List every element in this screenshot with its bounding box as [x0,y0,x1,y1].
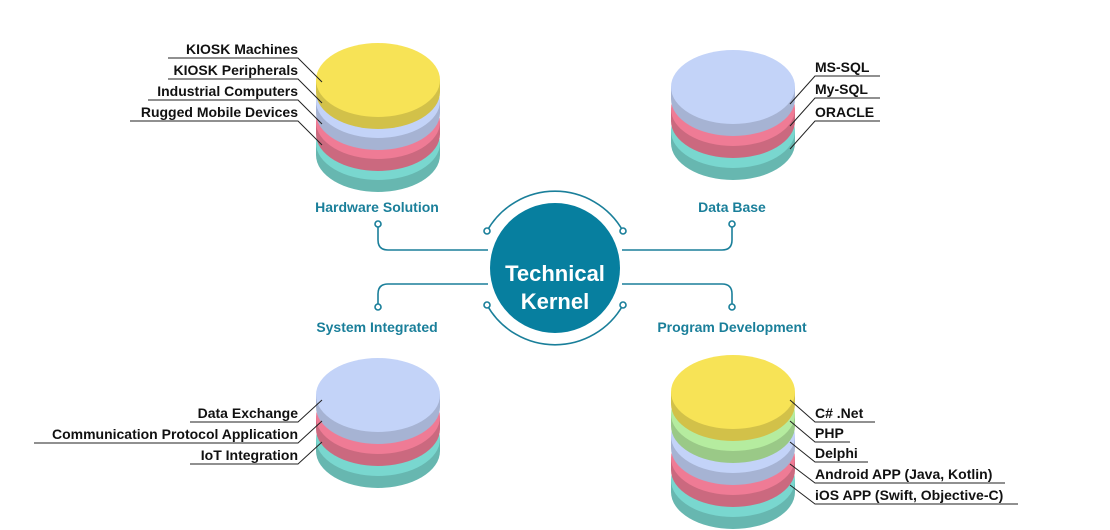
leader-ios [789,484,1018,505]
leader-my-sql [789,97,880,127]
connector-lines [377,226,733,305]
center-circle [490,203,620,333]
label-delphi: Delphi [815,445,858,461]
center-title: Technical Kernel [490,228,620,348]
leader-csharp [789,399,875,423]
leader-iot [190,441,323,465]
disk-top-program-0 [671,355,795,429]
hub-arc-bottom [486,304,624,346]
section-title-hardware: Hardware Solution [315,199,439,215]
label-kiosk-peripherals: KIOSK Peripherals [173,62,299,78]
stack-hardware [316,43,440,192]
leader-communication [34,420,323,444]
connector-endpoints [374,220,736,311]
hub-arc-top [486,190,624,232]
label-csharp-net: C# .Net [815,405,864,421]
connector-system [377,283,488,305]
stack-program [671,355,795,529]
section-title-database: Data Base [698,199,766,215]
center-title-line1: Technical [505,261,605,286]
section-title-program: Program Development [657,319,807,335]
connector-database [622,226,733,251]
leader-oracle [789,120,880,150]
leader-ms-sql [789,75,880,105]
leader-php [789,420,850,443]
label-rugged-mobile-devices: Rugged Mobile Devices [140,104,298,120]
stack-database [671,50,795,180]
label-iot-integration: IoT Integration [200,447,298,463]
leader-android [789,463,1005,484]
disk-top-database-0 [671,50,795,124]
disk-top-system-0 [316,358,440,432]
section-title-system: System Integrated [316,319,438,335]
center-hub [483,190,627,346]
label-android-app: Android APP (Java, Kotlin) [815,466,993,482]
stack-system [316,358,440,488]
leader-rugged-mobile [130,120,323,146]
label-leader-lines [34,57,1018,505]
leader-industrial-computers [148,99,323,125]
label-ios-app: iOS APP (Swift, Objective-C) [815,487,1004,503]
leader-data-exchange [190,399,323,423]
leader-delphi [789,441,868,463]
label-php: PHP [815,425,844,441]
disk-top-hardware-0 [316,43,440,117]
connector-program [622,283,733,305]
leader-kiosk-peripherals [168,78,323,104]
label-industrial-computers: Industrial Computers [157,83,298,99]
center-title-line2: Kernel [520,289,590,314]
disk-stacks [316,43,795,529]
label-kiosk-machines: KIOSK Machines [185,41,298,57]
label-ms-sql: MS-SQL [815,59,870,75]
label-communication-protocol: Communication Protocol Application [51,426,298,442]
leader-kiosk-machines [168,57,323,83]
label-my-sql: My-SQL [815,81,868,97]
label-oracle: ORACLE [815,104,875,120]
label-data-exchange: Data Exchange [197,405,298,421]
connector-hardware [377,226,488,251]
